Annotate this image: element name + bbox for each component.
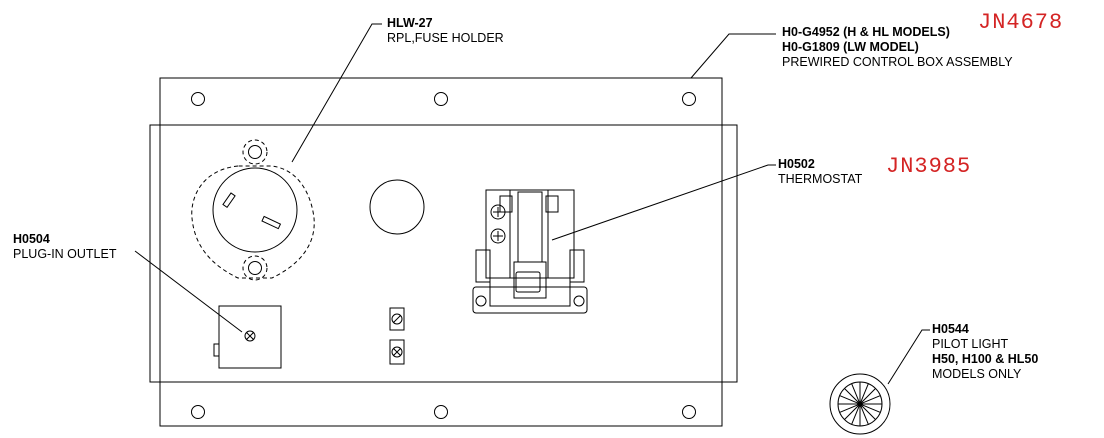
fuse-holder-receptacle: [191, 139, 315, 281]
plug-in-outlet: [213, 305, 282, 369]
control-box-part-number-2: H0-G1809 (LW MODEL): [782, 40, 919, 54]
pilot-light-note: MODELS ONLY: [932, 367, 1022, 381]
mounting-plate: [159, 77, 723, 427]
mounting-holes: [191, 92, 696, 419]
pilot-light-description: PILOT LIGHT: [932, 337, 1009, 351]
outlet-callout: H0504 PLUG-IN OUTLET: [13, 232, 117, 262]
pilot-light-part-number: H0544: [932, 322, 969, 336]
control-box-description: PREWIRED CONTROL BOX ASSEMBLY: [782, 55, 1013, 69]
fuse-holder-callout: HLW-27 RPL,FUSE HOLDER: [387, 16, 504, 46]
control-box-body: [149, 124, 738, 383]
fuse-holder-description: RPL,FUSE HOLDER: [387, 31, 504, 45]
outlet-part-number: H0504: [13, 232, 50, 246]
control-box-callout: H0-G4952 (H & HL MODELS) H0-G1809 (LW MO…: [782, 25, 1013, 70]
outlet-description: PLUG-IN OUTLET: [13, 247, 117, 261]
thermostat-description: THERMOSTAT: [778, 172, 863, 186]
pilot-light-callout: H0544 PILOT LIGHT H50, H100 & HL50 MODEL…: [932, 322, 1038, 382]
fuse-holder-part-number: HLW-27: [387, 16, 433, 30]
leader-lines: [134, 23, 930, 385]
job-number-top: JN4678: [978, 10, 1064, 35]
terminal-strip: [389, 307, 405, 365]
pilot-light-detail: [829, 373, 891, 435]
pilot-light-hole: [369, 179, 425, 235]
thermostat-device: [472, 189, 588, 314]
pilot-light-models: H50, H100 & HL50: [932, 352, 1039, 366]
thermostat-part-number: H0502: [778, 157, 815, 171]
thermostat-callout: H0502 THERMOSTAT: [778, 157, 862, 187]
control-box-part-number-1: H0-G4952 (H & HL MODELS): [782, 25, 950, 39]
job-number-middle: JN3985: [886, 154, 972, 179]
